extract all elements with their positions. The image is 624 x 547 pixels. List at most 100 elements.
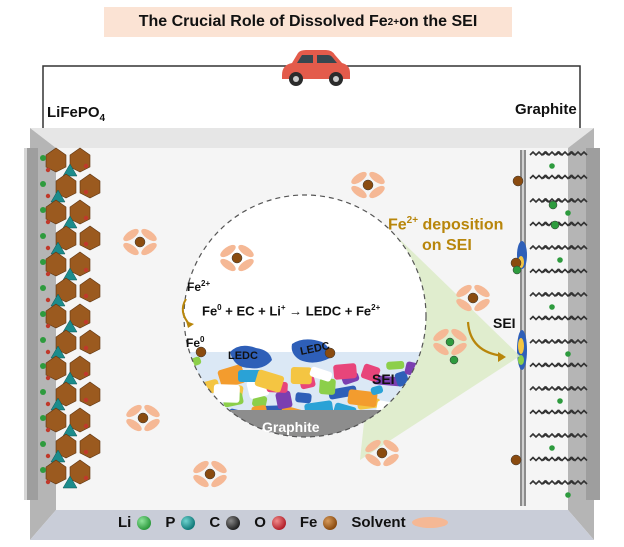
solvent-molecule bbox=[238, 244, 254, 258]
o-atom bbox=[45, 479, 51, 485]
solvent-molecule bbox=[220, 258, 236, 272]
solvent-molecule bbox=[141, 228, 157, 242]
graphite-layer bbox=[568, 338, 588, 345]
po4-tetrahedron bbox=[62, 267, 78, 281]
feo6-octahedron bbox=[55, 329, 77, 355]
o-atom bbox=[83, 423, 89, 429]
o-atom bbox=[45, 245, 51, 251]
o-atom bbox=[83, 319, 89, 325]
solvent-molecule bbox=[474, 298, 490, 312]
o-atom bbox=[83, 345, 89, 351]
inset-sei-label: SEI bbox=[372, 371, 395, 387]
li-atom bbox=[40, 415, 46, 421]
solvent-molecule bbox=[220, 244, 236, 258]
o-atom bbox=[83, 293, 89, 299]
solvent-molecule bbox=[451, 342, 467, 356]
li-atom bbox=[40, 441, 46, 447]
li-atom bbox=[445, 337, 455, 347]
sei-particle bbox=[295, 392, 312, 404]
beaker-bottom bbox=[30, 510, 594, 540]
solvent-molecule bbox=[126, 404, 142, 418]
o-atom bbox=[45, 219, 51, 225]
o-atom bbox=[45, 297, 51, 303]
anode-current-collector bbox=[586, 148, 600, 500]
fe-atom bbox=[231, 252, 243, 264]
fe-atom bbox=[134, 236, 146, 248]
legend-solvent-label: Solvent bbox=[351, 514, 406, 531]
fe-atom bbox=[467, 292, 479, 304]
solvent-molecule bbox=[433, 342, 449, 356]
legend-li-label: Li bbox=[118, 514, 132, 531]
li-atom bbox=[40, 311, 46, 317]
lifepo4-structure bbox=[40, 147, 101, 489]
solvent-molecule bbox=[456, 298, 472, 312]
p-icon bbox=[181, 515, 196, 530]
li-atom bbox=[40, 285, 46, 291]
o-atom bbox=[45, 453, 51, 459]
fe-atom bbox=[195, 346, 207, 358]
o-icon bbox=[271, 515, 286, 530]
ledc-label-1: LEDC bbox=[228, 350, 258, 362]
li-atom bbox=[40, 363, 46, 369]
ledc-particle bbox=[291, 339, 331, 363]
o-atom bbox=[83, 215, 89, 221]
li-atom bbox=[449, 355, 459, 365]
solvent-molecule bbox=[383, 439, 399, 453]
feo6-octahedron bbox=[45, 407, 67, 433]
solvent-molecules bbox=[123, 171, 490, 488]
fe-atom bbox=[204, 468, 216, 480]
solvent-molecule bbox=[126, 418, 142, 432]
li-atom bbox=[549, 445, 555, 451]
graphite-layer bbox=[568, 221, 588, 227]
sei-particle bbox=[360, 363, 381, 382]
legend-c-label: C bbox=[209, 514, 221, 531]
po4-tetrahedron bbox=[62, 319, 78, 333]
c-icon bbox=[226, 515, 241, 530]
li-atom bbox=[40, 181, 46, 187]
li-atom bbox=[565, 210, 571, 216]
li-atom bbox=[548, 200, 558, 210]
sei-particle bbox=[333, 363, 357, 380]
o-atom bbox=[83, 371, 89, 377]
solvent-molecule bbox=[193, 474, 209, 488]
o-atom bbox=[45, 375, 51, 381]
sei-particle bbox=[254, 369, 285, 393]
feo6-octahedron bbox=[55, 277, 77, 303]
fe2-label: Fe2+ bbox=[187, 279, 211, 294]
feo6-octahedron bbox=[45, 355, 67, 381]
anode-label: Graphite bbox=[515, 101, 577, 118]
o-atom bbox=[45, 167, 51, 173]
deposition-arrow bbox=[466, 321, 504, 358]
sei-particle bbox=[319, 378, 336, 395]
o-atom bbox=[83, 241, 89, 247]
legend-fe-label: Fe bbox=[299, 514, 318, 531]
legend-p-label: P bbox=[165, 514, 176, 531]
o-atom bbox=[83, 189, 89, 195]
atoms bbox=[134, 175, 560, 480]
beaker-back-edge bbox=[30, 128, 594, 148]
li-atom bbox=[549, 163, 555, 169]
li-atom bbox=[40, 207, 46, 213]
graphite-layer bbox=[568, 362, 588, 368]
ledc-particle bbox=[230, 345, 272, 369]
o-atom bbox=[45, 427, 51, 433]
fe0-label: Fe0 bbox=[186, 335, 205, 350]
solvent-molecule bbox=[144, 404, 160, 418]
li-atom bbox=[565, 492, 571, 498]
sei-particle bbox=[347, 389, 378, 408]
o-atom bbox=[83, 397, 89, 403]
po4-tetrahedron bbox=[62, 163, 78, 177]
sei-particle bbox=[372, 375, 402, 387]
solvent-molecule bbox=[451, 328, 467, 342]
o-atom bbox=[83, 475, 89, 481]
li-atom bbox=[557, 398, 563, 404]
o-atom bbox=[45, 401, 51, 407]
graphite-layer bbox=[568, 268, 588, 274]
sei-particle bbox=[217, 364, 246, 389]
li-atom bbox=[565, 351, 571, 357]
solvent-molecule bbox=[193, 460, 209, 474]
li-atom bbox=[550, 220, 560, 230]
